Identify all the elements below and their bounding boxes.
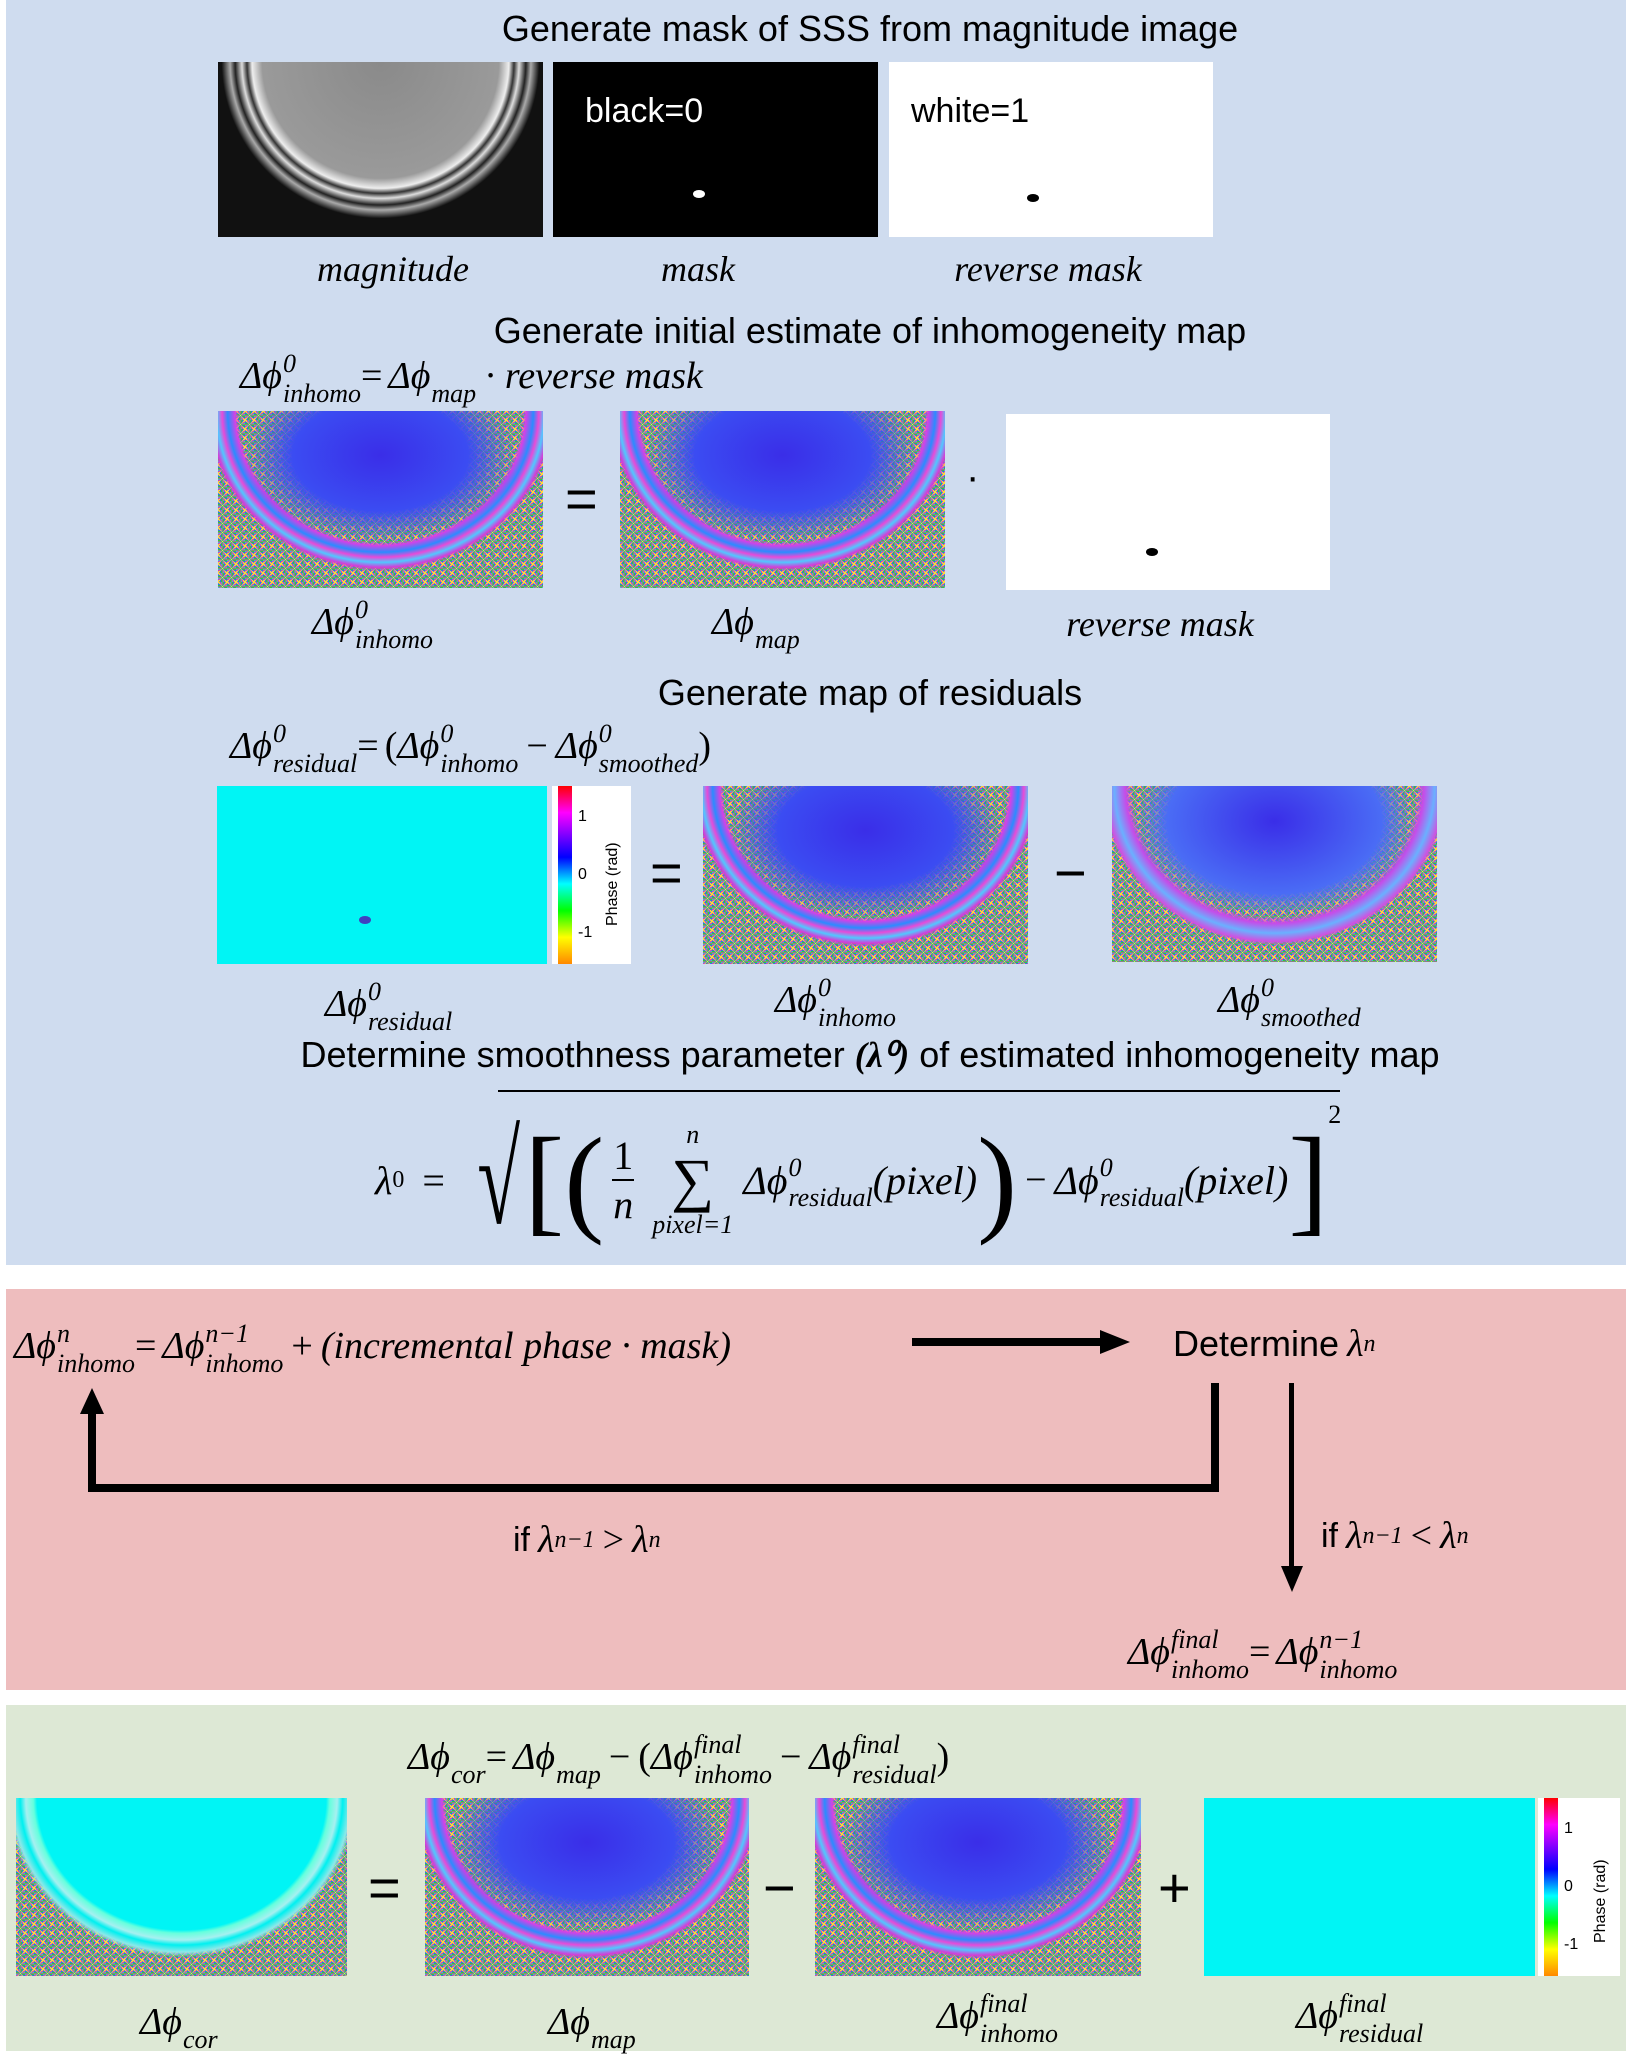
inhomo-initial-image	[218, 411, 543, 588]
corrected-image	[16, 1798, 347, 1976]
radical-overline	[498, 1090, 1340, 1092]
mask-label: mask	[661, 249, 735, 289]
final-inhomo-image	[815, 1798, 1141, 1976]
initial-estimate-title: Generate initial estimate of inhomogenei…	[493, 310, 1247, 351]
arrow-up-icon	[80, 1388, 104, 1414]
magnitude-image	[218, 62, 543, 237]
phase-colorbar: 1 0 -1 Phase (rad)	[552, 786, 631, 964]
mask-text: black=0	[585, 92, 704, 130]
equals-sign: =	[368, 1856, 401, 1919]
loop-back-line	[1211, 1383, 1219, 1492]
magnitude-label: magnitude	[317, 249, 469, 289]
phase-map-image-final	[425, 1798, 749, 1976]
equals-sign: =	[565, 467, 598, 530]
equals-sign: =	[650, 841, 683, 904]
arrow-right-icon	[1100, 1330, 1130, 1354]
phase-colorbar-final: 1 0 -1 Phase (rad)	[1538, 1798, 1620, 1976]
arrow-to-determine	[912, 1338, 1102, 1346]
reverse-mask-image-2	[1006, 414, 1330, 590]
loop-back-line	[88, 1484, 1219, 1492]
residuals-title: Generate map of residuals	[657, 672, 1083, 713]
plus-sign: +	[1158, 1856, 1191, 1919]
mask-image: black=0	[553, 62, 878, 237]
inhomo-image	[703, 786, 1028, 964]
multiply-dot: ·	[966, 455, 980, 499]
final-residual-image	[1204, 1798, 1535, 1976]
reverse-mask-label: reverse mask	[954, 249, 1142, 289]
exit-line	[1289, 1383, 1294, 1568]
smoothed-image	[1112, 786, 1437, 962]
reverse-mask-text: white=1	[911, 92, 1030, 130]
reverse-mask-label-2: reverse mask	[1066, 604, 1254, 644]
arrow-down-icon	[1281, 1566, 1303, 1592]
minus-sign: −	[1054, 841, 1087, 904]
mask-title: Generate mask of SSS from magnitude imag…	[501, 8, 1239, 49]
smoothness-title: Determine smoothness parameter (λ⁰) of e…	[300, 1034, 1440, 1075]
loop-back-line	[88, 1410, 96, 1492]
minus-sign: −	[763, 1856, 796, 1919]
reverse-mask-image: white=1	[889, 62, 1213, 237]
residual-image	[217, 786, 547, 964]
phase-map-image	[620, 411, 945, 588]
